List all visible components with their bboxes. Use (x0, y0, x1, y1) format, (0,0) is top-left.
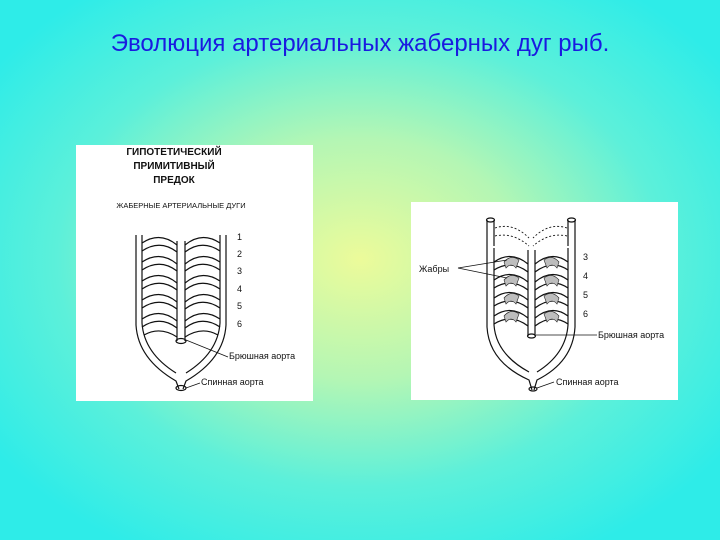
right-reduced-arches (532, 225, 568, 247)
left-arch-3 (141, 274, 178, 291)
arch-number-1: 1 (237, 232, 242, 242)
right-arch-2 (184, 255, 221, 272)
dorsal-aorta-leader (185, 382, 201, 389)
gills-label: Жабры (419, 264, 449, 274)
dorsal-aorta-right-inner (185, 235, 221, 374)
ventral-aorta-label: Брюшная аорта (229, 351, 295, 361)
gills-leader-1 (457, 259, 508, 269)
left-arch-2 (141, 255, 178, 272)
gill-arches-subheading: ЖАБЕРНЫЕ АРТЕРИАЛЬНЫЕ ДУГИ (116, 201, 245, 210)
fish-ventral-aorta (527, 250, 536, 336)
right-arch-6 (184, 330, 219, 338)
fish-diagram: Жабры 3 4 5 6 Брюшная аорта Спинная аорт… (419, 217, 664, 392)
fish-arch-number-5: 5 (583, 290, 588, 300)
gill-filaments (503, 257, 560, 323)
ventral-aorta-leader (185, 339, 229, 358)
fish-dorsal-leader (536, 381, 555, 389)
fish-leader-lines (457, 259, 597, 389)
fish-arches-drawing (485, 217, 577, 392)
fish-ventral-end (526, 333, 537, 339)
ventral-aorta-end (175, 337, 187, 345)
left-arch-5 (141, 312, 178, 329)
dorsal-aorta-right-wall (182, 235, 227, 390)
right-arch-3 (184, 274, 221, 291)
arch-number-4: 4 (237, 284, 242, 294)
gills-leader-2 (457, 267, 508, 279)
left-carotid (486, 220, 495, 246)
ancestor-diagram: ГИПОТЕТИЧЕСКИЙ ПРИМИТИВНЫЙ ПРЕДОК ЖАБЕРН… (116, 145, 295, 392)
fish-dorsal-end (528, 386, 538, 392)
fish-ventral-aorta-label: Брюшная аорта (598, 330, 664, 340)
left-carotid-top (485, 217, 496, 223)
right-carotid (567, 220, 576, 246)
arch-number-5: 5 (237, 301, 242, 311)
right-arch-4 (184, 293, 221, 310)
arch-number-3: 3 (237, 266, 242, 276)
fish-dorsal-aorta-label: Спинная аорта (556, 377, 619, 387)
fish-dorsal-right-wall (533, 246, 576, 391)
ancestor-diagram-panel: ГИПОТЕТИЧЕСКИЙ ПРИМИТИВНЫЙ ПРЕДОК ЖАБЕРН… (76, 145, 313, 401)
left-arch-6 (143, 330, 178, 338)
fish-dorsal-right-inner (536, 248, 569, 373)
heading-line-2: ПРИМИТИВНЫЙ (133, 159, 214, 172)
fish-arch-number-4: 4 (583, 271, 588, 281)
right-arch-5 (184, 312, 221, 329)
arterial-arches-drawing (135, 235, 229, 392)
fish-dorsal-left-wall (486, 246, 533, 391)
right-arch-1 (184, 236, 221, 253)
fish-arch-number-6: 6 (583, 309, 588, 319)
dorsal-aorta-left-inner (141, 235, 177, 374)
slide-title: Эволюция артериальных жаберных дуг рыб. (110, 30, 610, 57)
left-reduced-arches (494, 225, 530, 247)
left-arch-1 (141, 236, 178, 253)
right-carotid-top (566, 217, 577, 223)
arch-number-2: 2 (237, 249, 242, 259)
heading-line-3: ПРЕДОК (153, 175, 195, 186)
dorsal-aorta-label: Спинная аорта (201, 377, 264, 387)
heading-line-1: ГИПОТЕТИЧЕСКИЙ (126, 145, 221, 158)
arch-number-6: 6 (237, 319, 242, 329)
dorsal-aorta-end (175, 384, 187, 392)
left-arch-4 (141, 293, 178, 310)
fish-diagram-panel: Жабры 3 4 5 6 Брюшная аорта Спинная аорт… (411, 202, 678, 400)
fish-arch-number-3: 3 (583, 252, 588, 262)
fish-dorsal-left-inner (493, 248, 530, 373)
dorsal-aorta-left-wall (135, 235, 180, 390)
